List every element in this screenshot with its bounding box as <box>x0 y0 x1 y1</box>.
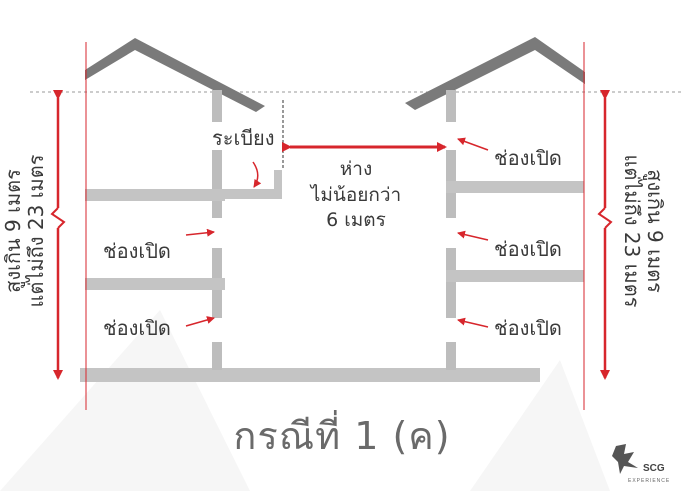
distance-note-line: ห่าง <box>339 158 373 180</box>
ground-slab <box>80 368 540 382</box>
opening-pointer-arrow <box>457 230 489 241</box>
right-wall <box>446 90 456 122</box>
left-roof <box>85 38 265 112</box>
height-label-line: แต่ไม่ถึง 23 เมตร <box>620 154 644 308</box>
height-label-line: สูงเกิน 9 เมตร <box>643 169 667 293</box>
right-height-label: สูงเกิน 9 เมตร แต่ไม่ถึง 23 เมตร <box>620 151 667 311</box>
opening-label: ช่องเปิด <box>494 146 562 170</box>
balcony-railing <box>274 170 282 199</box>
scg-logo <box>612 444 638 474</box>
left-wall <box>212 342 222 370</box>
right-roof <box>405 37 585 110</box>
left-wall <box>212 90 222 122</box>
opening-pointer-arrow <box>457 317 489 328</box>
balcony-label: ระเบียง <box>212 126 275 150</box>
right-floor <box>446 181 584 193</box>
watermark-shape <box>470 360 610 491</box>
opening-label: ช่องเปิด <box>103 239 171 263</box>
right-wall <box>446 248 456 318</box>
right-floor <box>446 270 584 282</box>
opening-pointer-arrow <box>457 137 489 151</box>
opening-label: ช่องเปิด <box>103 316 171 340</box>
distance-note-line: 6 เมตร <box>326 209 386 232</box>
height-label-line: สูงเกิน 9 เมตร <box>1 169 25 293</box>
opening-pointer-arrow <box>185 228 215 237</box>
opening-label: ช่องเปิด <box>494 316 562 340</box>
left-floor <box>85 189 225 201</box>
left-height-arrow-break <box>50 207 66 229</box>
logo-sub: EXPERIENCE <box>628 478 671 484</box>
diagram-caption: กรณีที่ 1 (ค) <box>233 414 451 458</box>
right-wall <box>446 342 456 370</box>
left-floor <box>85 278 225 290</box>
logo-brand: SCG <box>643 463 665 474</box>
left-balcony <box>222 189 282 199</box>
left-height-label: สูงเกิน 9 เมตร แต่ไม่ถึง 23 เมตร <box>1 151 48 311</box>
watermark-shape <box>0 310 250 491</box>
distance-note-line: ไม่น้อยกว่า <box>310 183 402 206</box>
left-wall <box>212 150 222 218</box>
balcony-pointer-arrow <box>252 161 262 188</box>
right-height-arrow-break <box>597 207 613 229</box>
height-label-line: แต่ไม่ถึง 23 เมตร <box>24 154 48 308</box>
distance-note: ห่าง ไม่น้อยกว่า 6 เมตร <box>296 157 416 234</box>
opening-pointer-arrow <box>185 316 215 327</box>
opening-label: ช่องเปิด <box>494 237 562 261</box>
